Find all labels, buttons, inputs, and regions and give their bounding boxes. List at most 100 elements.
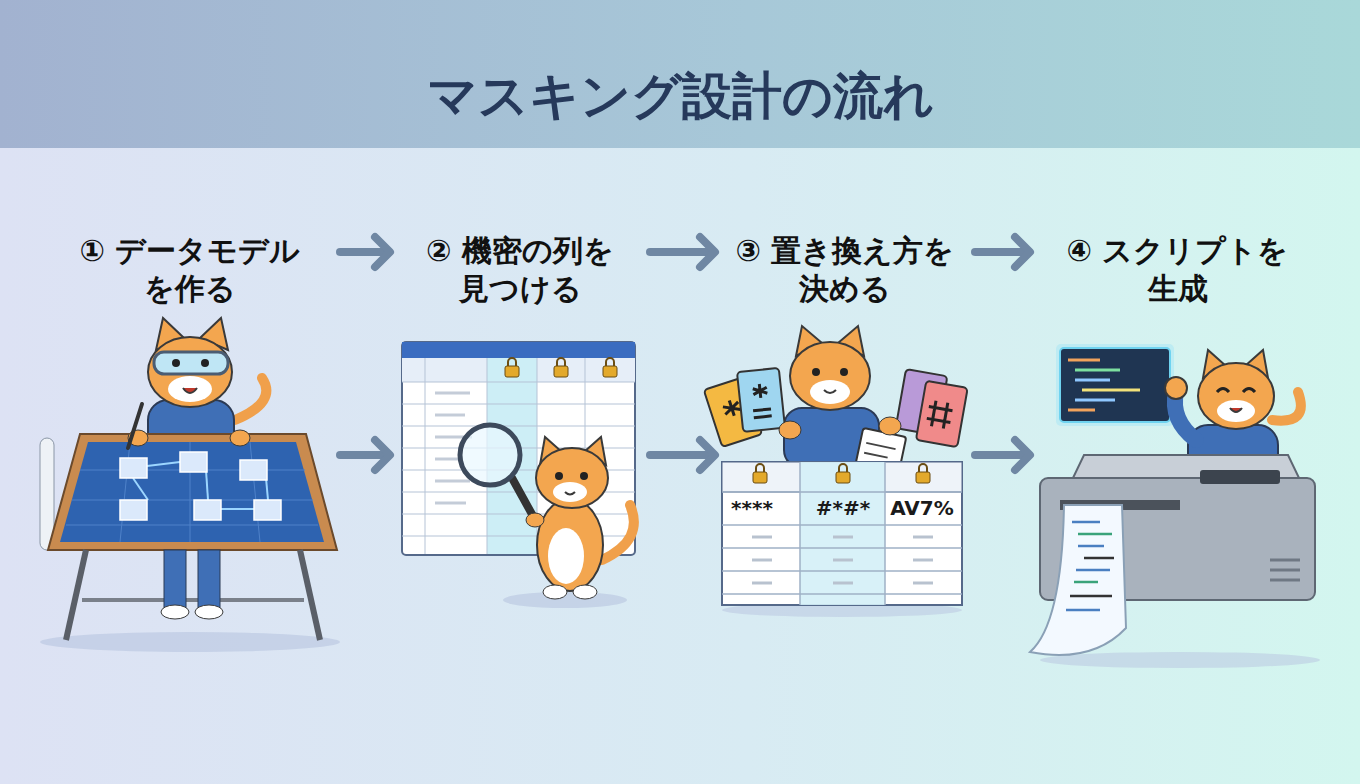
printer-cat-part-part — [1078, 545, 1104, 548]
printer-cat-part-part — [1068, 409, 1095, 412]
masking-cat-part — [810, 380, 850, 404]
drafting-cat-part — [300, 550, 320, 640]
masking-cat-part-part — [752, 536, 772, 539]
printer-cat-part — [1217, 400, 1255, 422]
masking-cat-part-part — [833, 582, 853, 585]
flow-arrow — [650, 237, 715, 267]
spreadsheet-cat-part — [543, 585, 567, 599]
spreadsheet-cat-part-part — [435, 502, 466, 505]
step-label: ③ 置き換え方を 決める — [720, 228, 970, 308]
spreadsheet-cat-part — [555, 472, 563, 480]
drafting-cat-part — [195, 605, 223, 619]
printer-cat-part — [1217, 389, 1255, 393]
diagram-title: マスキング設計の流れ — [0, 66, 1360, 126]
printer-cat-part-part — [1082, 389, 1140, 392]
drafting-cat-part — [82, 598, 304, 602]
masking-cat-part — [779, 421, 801, 439]
spreadsheet-cat-part — [603, 358, 617, 377]
drafting-cat-part — [230, 430, 250, 446]
masking-cat-part — [722, 462, 962, 605]
arrow-shaft — [975, 248, 1026, 256]
drafting-cat-part-part — [221, 508, 254, 510]
drafting-cat-part-part — [133, 478, 148, 500]
drafting-cat-part-part — [180, 452, 207, 472]
spreadsheet-cat-part — [536, 448, 608, 508]
masking-cat-part-part — [722, 593, 962, 595]
printer-cat-part-part — [1075, 399, 1115, 402]
printer-cat-part — [1272, 392, 1301, 421]
masking-cat-part — [840, 368, 848, 376]
drafting-cat-part — [60, 442, 324, 542]
printer-cat-part-part — [1075, 369, 1120, 372]
spreadsheet-cat-part-part — [435, 414, 465, 417]
printer-cat-part-part — [1072, 521, 1100, 524]
drafting-cat-part-part — [206, 470, 208, 500]
printer-cat-part-part — [1070, 595, 1112, 598]
step-label: ② 機密の列を 見つける — [395, 228, 645, 308]
spreadsheet-cat-part — [402, 342, 635, 358]
masking-cat-part-part — [926, 400, 954, 430]
spreadsheet-cat-part — [526, 513, 544, 527]
drafting-cat-part — [128, 404, 142, 448]
drafting-cat-part — [154, 352, 228, 374]
printer-cat-part — [1060, 348, 1170, 422]
masking-cat-part-part — [737, 368, 785, 432]
printer-cat-part-part — [1076, 569, 1110, 572]
spreadsheet-cat-part — [602, 505, 634, 560]
arrow-head — [1015, 237, 1030, 267]
drafting-cat-part-part — [240, 460, 267, 480]
masked-cell: **** — [712, 496, 792, 520]
spreadsheet-cat-part — [554, 358, 568, 377]
step-label: ④ スクリプトを 生成 — [1035, 228, 1320, 308]
masking-cat-part — [752, 537, 933, 583]
flow-arrow — [340, 237, 390, 267]
spreadsheet-cat-part-part — [435, 392, 470, 395]
arrow-head — [700, 440, 715, 470]
masking-cat-part — [800, 462, 885, 605]
masking-cat-part — [722, 462, 962, 605]
masking-cat-part-part — [752, 559, 772, 562]
drafting-cat-part-part — [66, 525, 318, 526]
arrow-shaft — [650, 248, 711, 256]
masking-cat-part — [894, 369, 969, 447]
spreadsheet-cat-part-part — [435, 480, 470, 483]
masking-cat-part — [836, 464, 850, 483]
printer-cat-part-part — [1084, 557, 1114, 560]
masking-cat-part — [879, 417, 901, 435]
masking-cat-part-part — [884, 462, 886, 605]
drafting-cat-part-part — [266, 478, 268, 500]
drafting-cat-part-part — [147, 462, 180, 466]
spreadsheet-cat-part — [548, 528, 584, 584]
spreadsheet-cat — [402, 342, 635, 608]
step-column: ② 機密の列を 見つける — [395, 228, 645, 660]
printer-cat — [1030, 344, 1320, 668]
masking-cat-part — [737, 368, 785, 432]
drafting-cat-part-part — [120, 442, 130, 542]
flow-arrow — [340, 440, 390, 470]
arrow-shaft — [650, 451, 711, 459]
masking-cat-part — [790, 342, 870, 410]
drafting-cat-part-part — [120, 458, 147, 478]
drafting-cat-part — [198, 550, 220, 608]
printer-cat-part-part — [1270, 579, 1300, 582]
arrow-shaft — [340, 248, 386, 256]
drafting-cat-part-part — [254, 500, 281, 520]
drafting-cat-part — [48, 434, 337, 550]
spreadsheet-cat-part-part — [402, 514, 635, 515]
masked-cell: AV7% — [882, 496, 962, 520]
masking-cat-part-part — [913, 559, 933, 562]
drafting-cat — [40, 318, 340, 652]
printer-cat-part — [1198, 363, 1274, 429]
arrow-head — [375, 237, 390, 267]
masking-cat-part-part — [916, 381, 968, 447]
spreadsheet-cat-part — [573, 585, 597, 599]
spreadsheet-cat-part — [580, 472, 588, 480]
printer-cat-part — [1230, 408, 1242, 412]
masking-cat-part-part — [750, 383, 771, 418]
spreadsheet-cat-part-part — [425, 358, 426, 554]
drafting-cat-part-part — [250, 442, 260, 542]
masking-cat-part-part — [752, 582, 772, 585]
arrow-head — [700, 237, 715, 267]
arrow-shaft — [340, 451, 386, 459]
